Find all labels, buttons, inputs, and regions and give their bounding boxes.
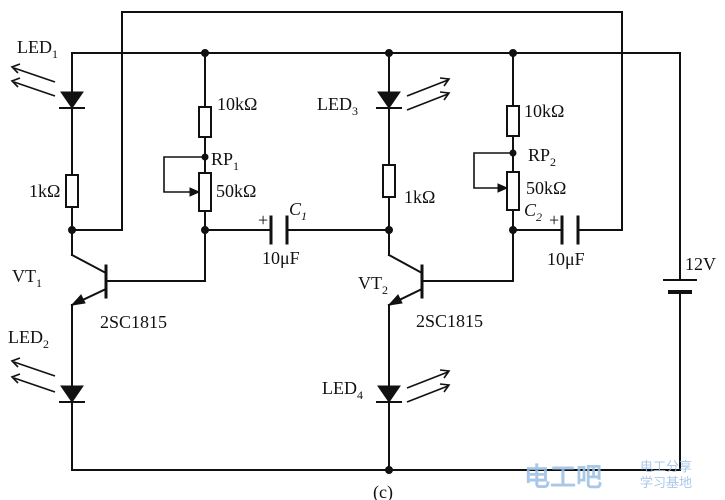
c2-label: C2 — [524, 200, 542, 224]
rp1-label: RP1 — [211, 149, 239, 173]
resistor-10k-left — [198, 106, 212, 138]
battery-label: 12V — [685, 254, 716, 274]
c1-label: C1 — [289, 199, 307, 223]
led3-emission-arrows — [406, 77, 451, 111]
led4-symbol — [376, 369, 451, 403]
resistor-1k-right-label: 1kΩ — [404, 187, 435, 207]
junction-dots — [68, 49, 517, 474]
resistor-1k-right — [382, 164, 396, 198]
wires — [71, 11, 681, 471]
led4-emission-arrows — [406, 369, 451, 403]
led4-label: LED4 — [322, 378, 363, 402]
rp2-value-label: 50kΩ — [526, 178, 566, 198]
c2-value-label: 10μF — [547, 249, 585, 269]
led1-symbol — [10, 63, 85, 109]
potentiometer-rp1 — [198, 172, 212, 212]
capacitor-c2 — [560, 215, 580, 245]
led1-label: LED1 — [17, 37, 58, 61]
watermark-logo-text: 电工吧 — [524, 463, 602, 493]
led3-label: LED3 — [317, 94, 358, 118]
c1-value-label: 10μF — [262, 248, 300, 268]
c1-plus-label: + — [258, 210, 268, 230]
figure-caption: (c) — [373, 482, 393, 500]
c2-plus-label: + — [549, 210, 559, 230]
vt2-model-label: 2SC1815 — [416, 311, 483, 331]
watermark-line-2: 学习基地 — [640, 475, 692, 491]
potentiometer-rp2 — [506, 171, 520, 211]
rp2-label: RP2 — [528, 145, 556, 169]
rp1-wiper-arrow — [189, 187, 201, 197]
battery-12v — [663, 279, 697, 294]
vt1-model-label: 2SC1815 — [100, 312, 167, 332]
rp2-wiper-arrow — [497, 183, 509, 193]
resistor-10k-right-label: 10kΩ — [524, 101, 564, 121]
watermark-line-1: 电工分享 — [640, 459, 692, 475]
resistor-10k-left-label: 10kΩ — [217, 94, 257, 114]
capacitor-c1 — [269, 215, 289, 245]
led3-symbol — [376, 77, 451, 111]
resistor-10k-right — [506, 105, 520, 137]
watermark-logo: 电工吧 电工分享 学习基地 — [524, 459, 692, 493]
vt1-transistor — [70, 253, 108, 307]
vt2-transistor — [387, 253, 424, 307]
led2-label: LED2 — [8, 327, 49, 351]
led2-symbol — [10, 357, 85, 403]
resistor-1k-left — [65, 174, 79, 208]
vt1-label: VT1 — [12, 266, 42, 290]
rp1-value-label: 50kΩ — [216, 181, 256, 201]
resistor-1k-left-label: 1kΩ — [29, 181, 60, 201]
led2-emission-arrows — [10, 357, 56, 393]
led1-emission-arrows — [10, 63, 56, 97]
vt2-label: VT2 — [358, 273, 388, 297]
